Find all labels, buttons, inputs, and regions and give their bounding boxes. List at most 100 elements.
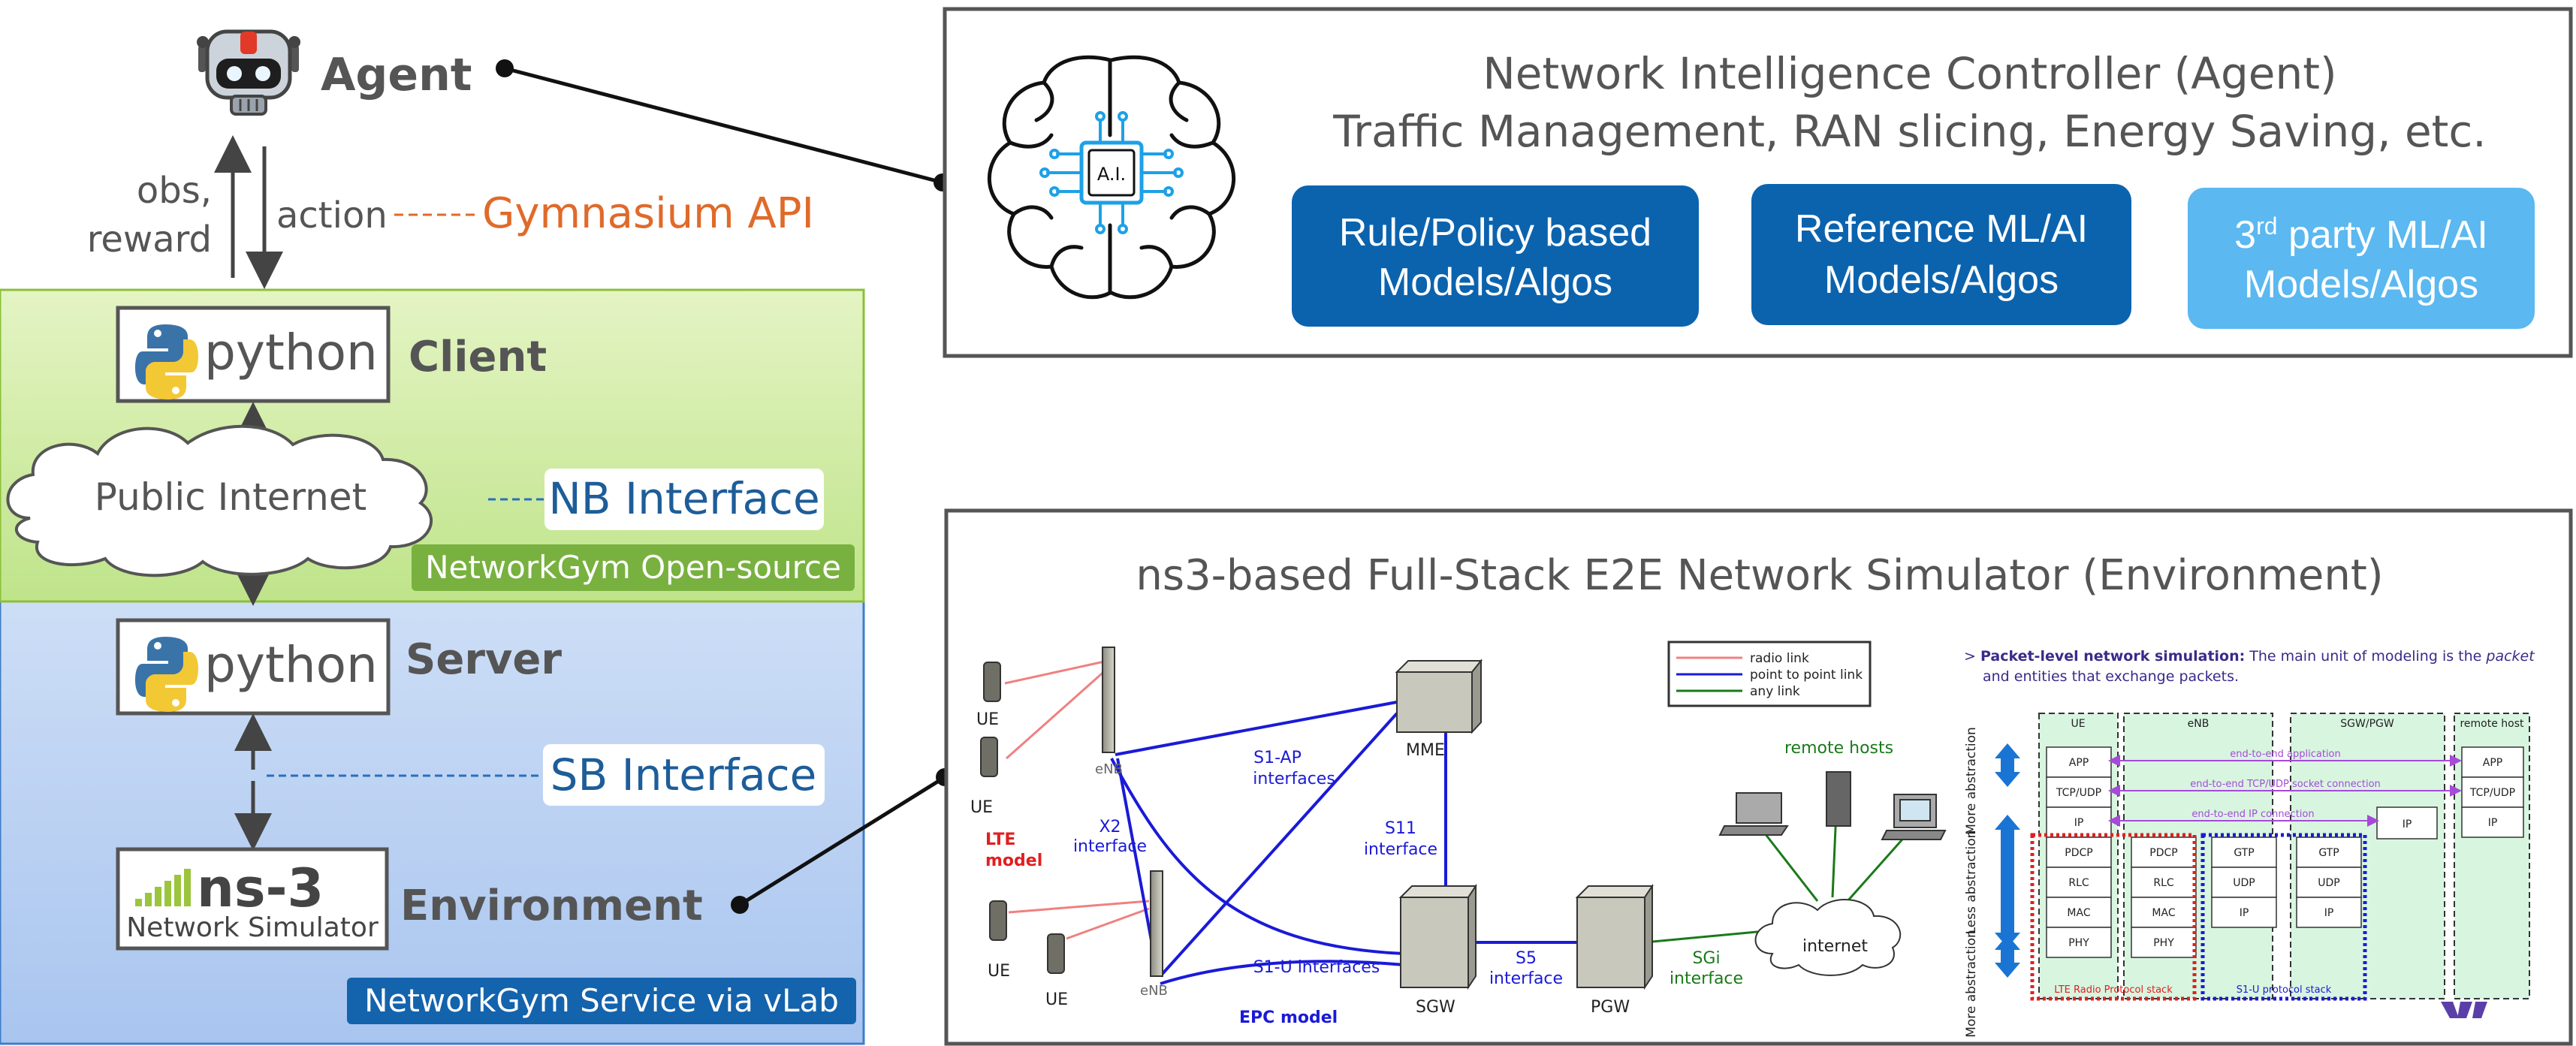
reference-mlai-button[interactable]: Reference ML/AI Models/Algos <box>1751 184 2131 325</box>
internet-label: internet <box>1802 937 1868 956</box>
action-label: action <box>276 194 388 237</box>
stack-heading: > Packet-level network simulation: The m… <box>1964 648 2535 665</box>
stack-cell <box>2131 927 2197 958</box>
ai-chip-label: A.I. <box>1097 164 1126 185</box>
ue-label-3: UE <box>988 962 1010 981</box>
stack-cell-label: MAC <box>2067 907 2090 919</box>
stack-cell <box>2046 867 2112 898</box>
x2-label-1: X2 <box>1099 818 1121 836</box>
abstraction-arrows <box>1995 743 2020 978</box>
sb-interface-box <box>543 744 825 806</box>
s1ap-label-2: interfaces <box>1253 770 1335 788</box>
robot-agent-icon <box>197 29 300 116</box>
s5-label-2: interface <box>1489 969 1563 988</box>
link-legend: radio link point to point link any link <box>1667 641 1872 707</box>
stack-cell <box>2296 836 2362 868</box>
rule-policy-line2: Models/Algos <box>1378 261 1612 304</box>
reward-label: reward <box>87 219 212 261</box>
arrow-tcp: end-to-end TCP/UDP socket connection <box>2190 779 2381 790</box>
lte-epc-diagram: radio link point to point link any link … <box>970 641 1947 1027</box>
lte-stack-label: LTE Radio Protocol stack <box>2054 984 2173 996</box>
stack-cell-label: RLC <box>2153 877 2174 889</box>
pgw-server-icon <box>1575 883 1654 990</box>
col-sgw-pgw: SGW/PGW <box>2340 718 2394 730</box>
stack-cell-label: TCP/UDP <box>2469 787 2515 799</box>
s11-label-1: S11 <box>1385 819 1416 838</box>
stack-cell-label: PDCP <box>2065 847 2092 859</box>
stack-cell-label: RLC <box>2068 877 2089 889</box>
python-icon <box>135 324 198 399</box>
nb-interface-label: NB Interface <box>548 473 819 524</box>
stack-cell <box>2046 746 2112 778</box>
s1ap-label-1: S1-AP <box>1253 749 1302 767</box>
stack-cell <box>2296 867 2362 898</box>
server-label: Server <box>406 635 562 684</box>
reference-mlai-line1: Reference ML/AI <box>1795 207 2088 251</box>
stack-cell-label: GTP <box>2318 847 2339 859</box>
stack-cell <box>2296 897 2362 928</box>
legend-radio: radio link <box>1750 651 1809 666</box>
enb-label-1: eNB <box>1095 761 1123 777</box>
mme-server-icon <box>1395 659 1483 734</box>
stack-cell <box>2131 897 2197 928</box>
gymnasium-api-label: Gymnasium API <box>482 189 814 238</box>
legend-any: any link <box>1750 684 1800 699</box>
third-party-mlai-button[interactable]: 3rd party ML/AI Models/Algos <box>2188 188 2535 329</box>
stack-cell-label: UDP <box>2318 877 2339 889</box>
nb-interface-box <box>544 469 824 530</box>
stack-cell-label: APP <box>2483 757 2502 769</box>
python-server-logo: python <box>116 618 391 716</box>
sgi-label-2: interface <box>1670 969 1743 988</box>
lte-model-label-2: model <box>985 852 1042 870</box>
stack-cell <box>2046 776 2112 808</box>
stack-cell-label: PHY <box>2153 937 2174 949</box>
stack-heading-line2: and entities that exchange packets. <box>1983 668 2239 685</box>
stack-cell <box>2461 746 2524 778</box>
controller-title: Network Intelligence Controller (Agent) <box>1483 48 2336 99</box>
open-source-badge <box>412 544 855 591</box>
s1u-stack-label: S1-U protocol stack <box>2237 984 2332 996</box>
stack-cell-label: IP <box>2324 907 2334 919</box>
reference-mlai-line2: Models/Algos <box>1824 258 2059 302</box>
epc-model-label: EPC model <box>1239 1008 1338 1027</box>
mme-label: MME <box>1406 741 1445 760</box>
open-source-badge-label: NetworkGym Open-source <box>425 549 841 586</box>
ns3-signal-icon <box>135 869 191 906</box>
sgw-label: SGW <box>1416 998 1455 1017</box>
vlab-badge <box>347 978 856 1024</box>
stack-cell <box>2211 867 2277 898</box>
stack-cell-label: IP <box>2074 817 2084 829</box>
stack-cell <box>2461 806 2524 838</box>
stack-cell-label: UDP <box>2233 877 2255 889</box>
ue-label-4: UE <box>1045 990 1068 1009</box>
stack-cell-label: IP <box>2240 907 2249 919</box>
python-server-word: python <box>204 636 378 694</box>
logo-mark-icon <box>2441 1002 2487 1018</box>
internet-cloud-icon <box>1754 899 1902 976</box>
stack-cell-label: TCP/UDP <box>2056 787 2101 799</box>
ue-label-1: UE <box>976 710 999 729</box>
stack-cell <box>2461 776 2524 808</box>
arrow-ip: end-to-end IP connection <box>2191 809 2314 820</box>
stack-cell <box>2211 836 2277 868</box>
arrow-app: end-to-end application <box>2230 749 2341 760</box>
pgw-label: PGW <box>1591 998 1630 1017</box>
simulator-title: ns3-based Full-Stack E2E Network Simulat… <box>1136 551 2383 600</box>
agent-connector-line <box>504 66 943 185</box>
abstraction-mid: Less abstraction <box>1964 830 1979 935</box>
environment-label: Environment <box>400 882 703 930</box>
ns3-logo: ns-3 Network Simulator <box>116 847 389 951</box>
agent-label: Agent <box>321 49 472 101</box>
obs-label: obs, <box>137 170 212 212</box>
stack-cell <box>2046 897 2112 928</box>
stack-cell-label: PHY <box>2068 937 2089 949</box>
stack-cell-label: PDCP <box>2149 847 2177 859</box>
abstraction-bottom: More abstraction <box>1964 930 1979 1038</box>
rule-policy-line1: Rule/Policy based <box>1339 211 1651 255</box>
col-enb: eNB <box>2188 718 2210 730</box>
sb-interface-label: SB Interface <box>550 749 817 800</box>
rule-policy-button[interactable]: Rule/Policy based Models/Algos <box>1292 185 1699 327</box>
x2-label-2: interface <box>1073 837 1147 856</box>
env-connector-line <box>738 775 946 907</box>
